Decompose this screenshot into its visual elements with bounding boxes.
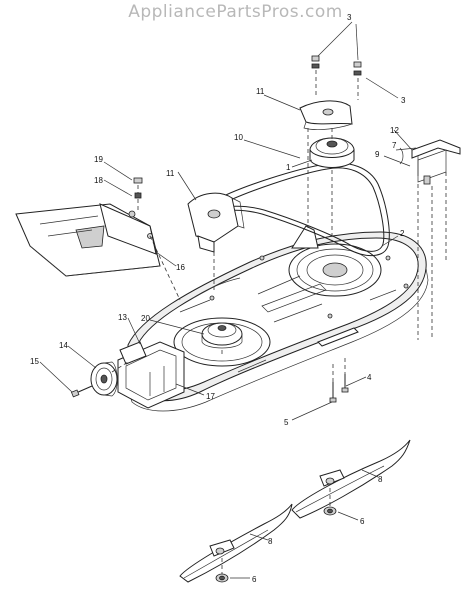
callout-7: 7 — [392, 141, 397, 150]
callout-14: 14 — [59, 341, 68, 350]
blade-right — [291, 439, 411, 519]
callout-3-top: 3 — [347, 13, 352, 22]
callout-20: 20 — [141, 314, 150, 323]
belt-keeper-left — [187, 192, 245, 253]
assembly-guide-lines — [149, 128, 346, 382]
nut-hardware — [311, 55, 362, 100]
idler-pulley-assembly — [70, 341, 147, 398]
callout-5: 5 — [284, 418, 289, 427]
callout-3-right: 3 — [401, 96, 406, 105]
callout-2: 2 — [400, 229, 405, 238]
callout-numbers: 3 3 11 10 1 12 7 9 11 19 18 2 16 13 20 1… — [30, 13, 406, 584]
watermark: AppliancePartsPros.com — [128, 2, 343, 22]
callout-12: 12 — [390, 126, 399, 135]
callout-15: 15 — [30, 357, 39, 366]
blade-left — [179, 503, 293, 583]
callout-6-left: 6 — [252, 575, 257, 584]
callout-19: 19 — [94, 155, 103, 164]
deck-bolts — [329, 374, 349, 403]
callout-4: 4 — [367, 373, 372, 382]
callout-8-right: 8 — [378, 475, 383, 484]
drive-belt — [211, 162, 390, 256]
callout-9: 9 — [375, 150, 380, 159]
left-spindle-pulley — [201, 322, 243, 349]
callout-17: 17 — [206, 392, 215, 401]
callout-6-right: 6 — [360, 517, 365, 526]
callout-1: 1 — [286, 163, 291, 172]
callout-8-left: 8 — [268, 537, 273, 546]
callout-10: 10 — [234, 133, 243, 142]
callout-11-upper: 11 — [256, 87, 265, 96]
right-spindle-pulley — [309, 128, 355, 168]
belt-keeper-upper — [299, 100, 353, 130]
belt-guard — [15, 177, 161, 277]
callout-16: 16 — [176, 263, 185, 272]
callout-13: 13 — [118, 313, 127, 322]
callout-11-left: 11 — [166, 169, 175, 178]
callout-18: 18 — [94, 176, 103, 185]
deck-hanger-link — [399, 139, 461, 340]
leader-lines — [39, 21, 417, 579]
